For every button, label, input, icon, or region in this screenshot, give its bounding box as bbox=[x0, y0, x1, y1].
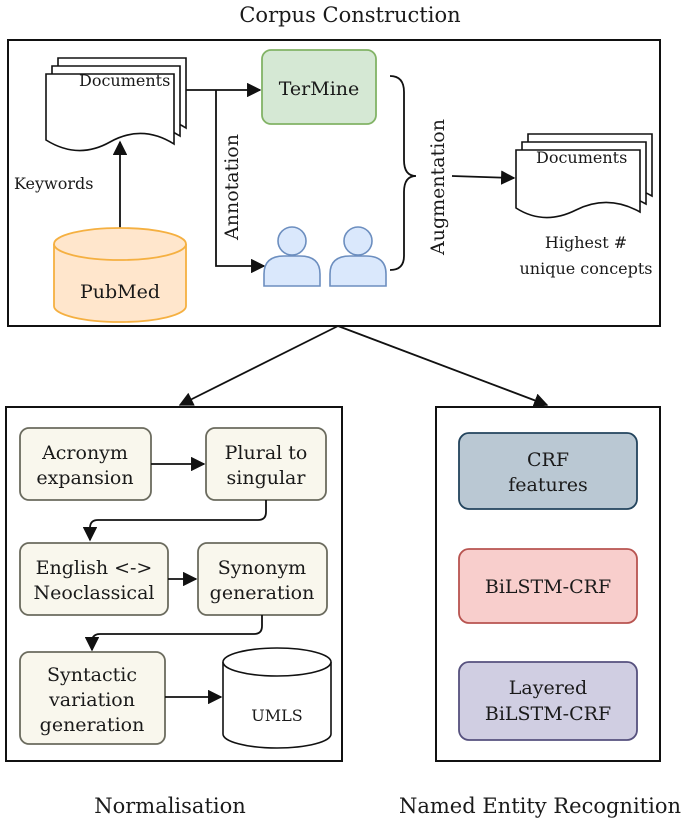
termine-label: TerMine bbox=[279, 78, 360, 100]
layered-line2: BiLSTM-CRF bbox=[485, 703, 611, 725]
acronym-expansion-box bbox=[19, 427, 152, 501]
plural-line1: Plural to bbox=[225, 442, 308, 464]
documents-input-icon bbox=[45, 57, 187, 152]
synonym-line2: generation bbox=[210, 582, 315, 604]
to-ner-arrow bbox=[337, 325, 549, 408]
synonym-generation-box bbox=[197, 542, 328, 616]
documents-output-icon bbox=[515, 133, 653, 219]
synonym-line1: Synonym bbox=[218, 557, 306, 579]
ner-title: Named Entity Recognition bbox=[399, 794, 681, 818]
bilstm-crf-box bbox=[458, 548, 638, 624]
syntactic-line3: generation bbox=[40, 714, 145, 736]
annotation-label: Annotation bbox=[221, 134, 243, 241]
corpus-construction-frame bbox=[7, 39, 661, 327]
bilstm-crf-label: BiLSTM-CRF bbox=[485, 576, 611, 598]
pubmed-label: PubMed bbox=[80, 281, 160, 303]
ner-frame bbox=[435, 406, 661, 762]
annotator-person-icon bbox=[329, 226, 387, 287]
documents-output-label: Documents bbox=[536, 148, 627, 167]
syntactic-variation-box bbox=[19, 651, 166, 745]
augmentation-arrow bbox=[451, 170, 516, 185]
documents-input-label: Documents bbox=[79, 71, 170, 90]
augmentation-label: Augmentation bbox=[427, 119, 449, 256]
english-line1: English <-> bbox=[36, 557, 153, 579]
english-line2: Neoclassical bbox=[34, 582, 155, 604]
syntactic-line2: variation bbox=[48, 689, 135, 711]
synonym-to-syntactic-arrow bbox=[84, 615, 263, 652]
acronym-line2: expansion bbox=[36, 467, 133, 489]
acronym-line1: Acronym bbox=[41, 442, 128, 464]
umls-database-icon bbox=[222, 647, 332, 749]
to-normalisation-arrow bbox=[178, 325, 339, 406]
keywords-label: Keywords bbox=[14, 174, 93, 193]
plural-to-singular-box bbox=[205, 427, 327, 501]
annotator-person-icon bbox=[263, 226, 321, 287]
corpus-construction-title: Corpus Construction bbox=[239, 3, 460, 27]
crf-features-box bbox=[458, 432, 638, 510]
umls-label: UMLS bbox=[251, 706, 302, 725]
syntactic-line1: Syntactic bbox=[47, 664, 137, 686]
annotation-arrow bbox=[215, 90, 266, 274]
unique-concepts-label: unique concepts bbox=[519, 259, 652, 278]
highest-label: Highest # bbox=[545, 233, 627, 252]
plural-line2: singular bbox=[227, 467, 307, 489]
termine-box bbox=[261, 49, 377, 125]
augmentation-brace bbox=[389, 75, 417, 271]
crf-line1: CRF bbox=[527, 449, 569, 471]
crf-line2: features bbox=[508, 474, 588, 496]
layered-bilstm-crf-box bbox=[458, 661, 638, 741]
english-neoclassical-box bbox=[19, 542, 169, 616]
normalisation-frame bbox=[5, 406, 343, 762]
pubmed-database-icon bbox=[53, 227, 187, 323]
plural-to-english-arrow bbox=[82, 500, 267, 542]
layered-line1: Layered bbox=[509, 677, 587, 699]
normalisation-title: Normalisation bbox=[94, 794, 246, 818]
